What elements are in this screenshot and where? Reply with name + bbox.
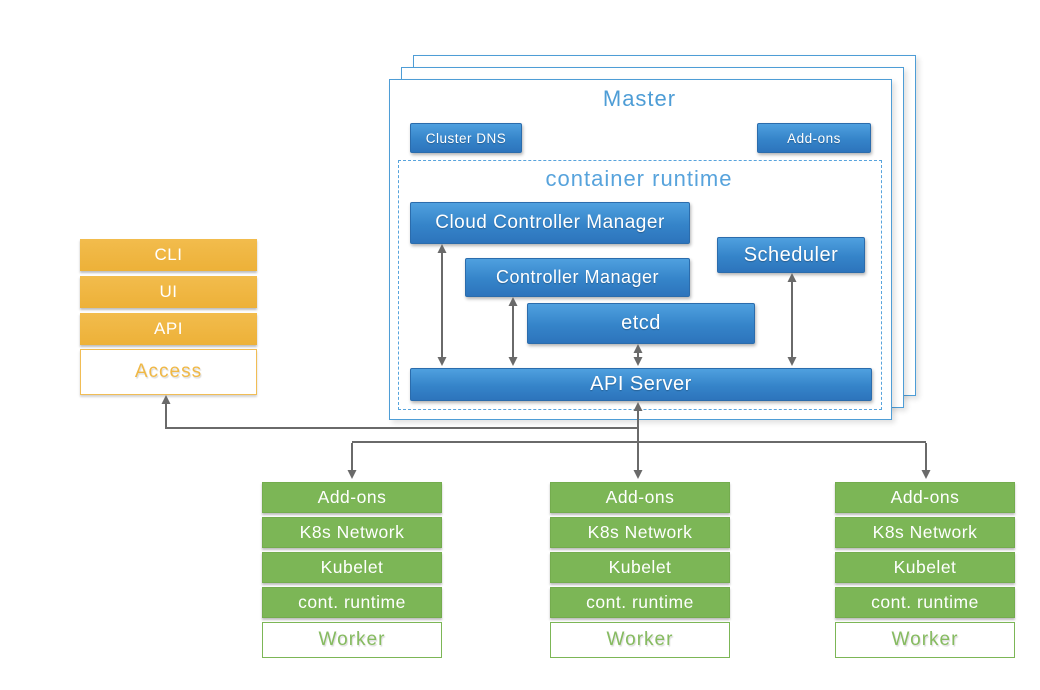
worker2-addons-box: Add-ons [550,482,730,513]
cluster-dns-box: Cluster DNS [410,123,522,153]
worker2-cont-runtime-box: cont. runtime [550,587,730,618]
access-label-box: Access [80,349,257,395]
worker1-addons-box: Add-ons [262,482,442,513]
worker2-kubelet-box: Kubelet [550,552,730,583]
worker3-kubelet-box: Kubelet [835,552,1015,583]
controller-manager-box: Controller Manager [465,258,690,297]
worker-node-3: Add-ons K8s Network Kubelet cont. runtim… [835,482,1015,658]
master-addons-box: Add-ons [757,123,871,153]
worker1-k8s-network-box: K8s Network [262,517,442,548]
worker2-k8s-network-box: K8s Network [550,517,730,548]
worker-node-1: Add-ons K8s Network Kubelet cont. runtim… [262,482,442,658]
worker3-cont-runtime-box: cont. runtime [835,587,1015,618]
worker1-cont-runtime-box: cont. runtime [262,587,442,618]
worker1-kubelet-box: Kubelet [262,552,442,583]
scheduler-box: Scheduler [717,237,865,273]
access-api-box: API [80,313,257,345]
access-cli-box: CLI [80,239,257,271]
container-runtime-title: container runtime [545,166,733,191]
worker1-label-box: Worker [262,622,442,658]
arrowhead-up-access [161,395,171,404]
etcd-box: etcd [527,303,755,344]
worker2-label-box: Worker [550,622,730,658]
cloud-controller-manager-box: Cloud Controller Manager [410,202,690,244]
api-server-box: API Server [410,368,872,401]
arrowhead-down-worker3 [921,470,931,479]
worker-node-2: Add-ons K8s Network Kubelet cont. runtim… [550,482,730,658]
worker3-label-box: Worker [835,622,1015,658]
worker3-addons-box: Add-ons [835,482,1015,513]
worker3-k8s-network-box: K8s Network [835,517,1015,548]
arrowhead-down-worker1 [347,470,357,479]
arrowhead-down-worker2 [633,470,643,479]
master-title: Master [602,86,677,111]
access-ui-box: UI [80,276,257,308]
